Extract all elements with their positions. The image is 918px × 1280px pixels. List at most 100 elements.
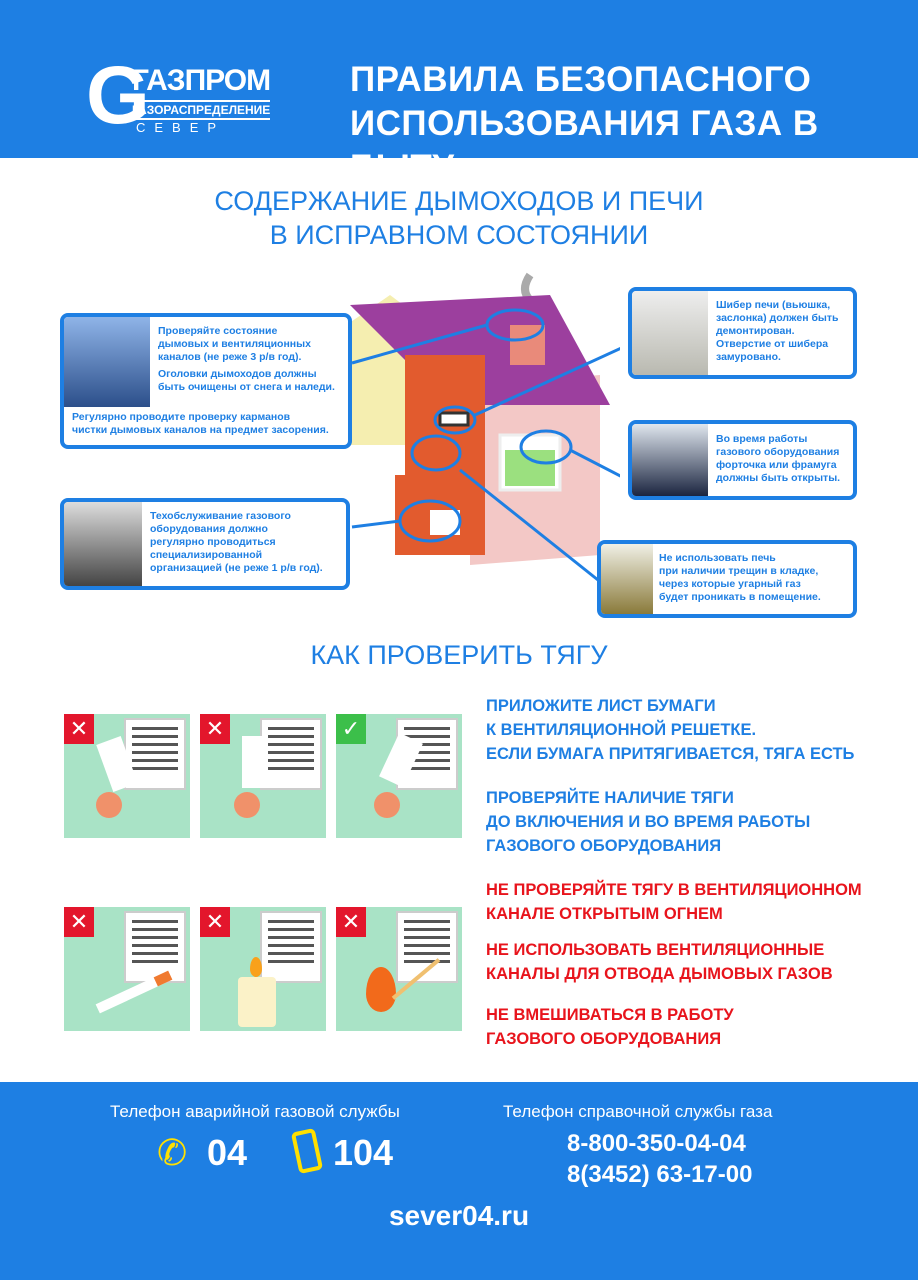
rule-line: КАНАЛЫ ДЛЯ ОТВОДА ДЫМОВЫХ ГАЗОВ bbox=[486, 965, 833, 983]
section2-title: КАК ПРОВЕРИТЬ ТЯГУ bbox=[310, 640, 608, 670]
emergency-phone-104[interactable]: 104 bbox=[333, 1132, 394, 1173]
card-text: через которые угарный газ bbox=[659, 578, 801, 590]
highlight-ring bbox=[410, 434, 462, 472]
mobile-phone-icon bbox=[290, 1127, 324, 1175]
fire-tile-match: ✕ bbox=[336, 907, 462, 1031]
rule-line: ДО ВКЛЮЧЕНИЯ И ВО ВРЕМЯ РАБОТЫ bbox=[486, 813, 811, 831]
card-window: Во время работы газового оборудования фо… bbox=[628, 420, 857, 500]
card-text: чистки дымовых каналов на предмет засоре… bbox=[72, 424, 329, 436]
card-text: Техобслуживание газового bbox=[150, 510, 291, 522]
callout-line bbox=[569, 448, 620, 478]
page-title: ПРАВИЛА БЕЗОПАСНОГО ИСПОЛЬЗОВАНИЯ ГАЗА В… bbox=[350, 58, 918, 190]
logo-region: СЕВЕР bbox=[136, 120, 226, 135]
rule-paper-test: ПРИЛОЖИТЕ ЛИСТ БУМАГИ К ВЕНТИЛЯЦИОННОЙ Р… bbox=[486, 694, 854, 766]
vent-grille-icon bbox=[124, 911, 186, 983]
paper-icon bbox=[242, 736, 264, 788]
card-text: быть очищены от снега и наледи. bbox=[158, 381, 335, 393]
rule-line: НЕ ВМЕШИВАТЬСЯ В РАБОТУ bbox=[486, 1006, 734, 1024]
damper-slot bbox=[438, 411, 470, 427]
card-text: Проверяйте состояние bbox=[158, 325, 278, 337]
cross-icon: ✕ bbox=[200, 907, 230, 937]
card-text: Отверстие от шибера bbox=[716, 338, 829, 350]
callout-line bbox=[459, 468, 599, 582]
card-text: Во время работы bbox=[716, 433, 808, 445]
fire-tile-cigarette: ✕ bbox=[64, 907, 190, 1031]
vent-grille-icon bbox=[260, 911, 322, 983]
flame-icon bbox=[366, 967, 396, 1012]
rule-line: КАНАЛЕ ОТКРЫТЫМ ОГНЕМ bbox=[486, 905, 723, 923]
draft-tile-wrong: ✕ bbox=[200, 714, 326, 838]
info-phone-2[interactable]: 8(3452) 63-17-00 bbox=[567, 1161, 753, 1188]
card-text: будет проникать в помещение. bbox=[659, 591, 821, 603]
rule-check-draft: ПРОВЕРЯЙТЕ НАЛИЧИЕ ТЯГИ ДО ВКЛЮЧЕНИЯ И В… bbox=[486, 786, 810, 858]
rule-line: ПРИЛОЖИТЕ ЛИСТ БУМАГИ bbox=[486, 697, 716, 715]
title-line: ПРАВИЛА БЕЗОПАСНОГО bbox=[350, 60, 812, 99]
website-link[interactable]: sever04.ru bbox=[388, 1200, 530, 1231]
hand-icon bbox=[374, 792, 400, 818]
rule-line: НЕ ПРОВЕРЯЙТЕ ТЯГУ В ВЕНТИЛЯЦИОННОМ bbox=[486, 881, 862, 899]
card-text: Не использовать печь bbox=[659, 552, 776, 564]
card-text: регулярно проводиться bbox=[150, 536, 276, 548]
card-text: должны быть открыты. bbox=[716, 472, 841, 484]
flame-icon bbox=[250, 957, 262, 977]
emergency-phone-04[interactable]: 04 bbox=[207, 1132, 248, 1173]
card-text: оборудования должно bbox=[150, 523, 268, 535]
card-text: дымовых и вентиляционных bbox=[158, 338, 311, 350]
card-text: Регулярно проводите проверку карманов bbox=[72, 411, 291, 423]
fire-tile-candle: ✕ bbox=[200, 907, 326, 1031]
rule-line: К ВЕНТИЛЯЦИОННОЙ РЕШЕТКЕ. bbox=[486, 721, 757, 739]
rule-line: ГАЗОВОГО ОБОРУДОВАНИЯ bbox=[486, 837, 722, 855]
card-cracks: Не использовать печь при наличии трещин … bbox=[597, 540, 857, 618]
vent-grille-icon bbox=[260, 718, 322, 790]
card-service: Техобслуживание газового оборудования до… bbox=[60, 498, 350, 590]
emergency-label: Телефон аварийной газовой службы bbox=[110, 1102, 400, 1121]
card-text: Оголовки дымоходов должны bbox=[158, 368, 317, 380]
card-text: форточка или фрамуга bbox=[716, 459, 837, 471]
rule-line: НЕ ИСПОЛЬЗОВАТЬ ВЕНТИЛЯЦИОННЫЕ bbox=[486, 941, 825, 959]
logo-main: ГАЗПРОМ bbox=[132, 64, 271, 97]
callout-line bbox=[351, 519, 401, 529]
card-damper: Шибер печи (вьюшка, заслонка) должен быт… bbox=[628, 287, 857, 379]
card-text: специализированной bbox=[150, 549, 263, 561]
rule-no-fire: НЕ ПРОВЕРЯЙТЕ ТЯГУ В ВЕНТИЛЯЦИОННОМ КАНА… bbox=[486, 878, 862, 926]
cross-icon: ✕ bbox=[64, 714, 94, 744]
card-chimney: Проверяйте состояние дымовых и вентиляци… bbox=[60, 313, 352, 449]
window-glass bbox=[505, 450, 555, 486]
highlight-ring bbox=[433, 405, 477, 435]
hand-icon bbox=[96, 792, 122, 818]
chimney-photo bbox=[64, 317, 150, 407]
card-text: каналов (не реже 3 р/в год). bbox=[158, 351, 302, 363]
highlight-ring bbox=[519, 429, 573, 465]
cross-icon: ✕ bbox=[200, 714, 230, 744]
card-text: организацией (не реже 1 р/в год). bbox=[150, 562, 323, 574]
title-line: СОДЕРЖАНИЕ ДЫМОХОДОВ И ПЕЧИ bbox=[214, 186, 704, 216]
logo-sub: ГАЗОРАСПРЕДЕЛЕНИЕ bbox=[132, 100, 271, 120]
check-icon: ✓ bbox=[336, 714, 366, 744]
gazprom-flame-logo-icon: G bbox=[86, 50, 150, 141]
rule-no-tampering: НЕ ВМЕШИВАТЬСЯ В РАБОТУ ГАЗОВОГО ОБОРУДО… bbox=[486, 1003, 734, 1051]
cross-icon: ✕ bbox=[64, 907, 94, 937]
footer: Телефон аварийной газовой службы Телефон… bbox=[0, 1082, 918, 1280]
rule-no-flue-gas: НЕ ИСПОЛЬЗОВАТЬ ВЕНТИЛЯЦИОННЫЕ КАНАЛЫ ДЛ… bbox=[486, 938, 833, 986]
info-phone-1[interactable]: 8-800-350-04-04 bbox=[567, 1130, 746, 1157]
section1-title: СОДЕРЖАНИЕ ДЫМОХОДОВ И ПЕЧИ В ИСПРАВНОМ … bbox=[0, 184, 918, 252]
hand-icon bbox=[234, 792, 260, 818]
callout-line bbox=[351, 323, 488, 365]
gazprom-logo: G ГАЗПРОМ ГАЗОРАСПРЕДЕЛЕНИЕ СЕВЕР bbox=[86, 48, 271, 141]
info-label: Телефон справочной службы газа bbox=[503, 1102, 773, 1121]
card-text: при наличии трещин в кладке, bbox=[659, 565, 819, 577]
card-text: заслонка) должен быть bbox=[716, 312, 839, 324]
rule-line: ЕСЛИ БУМАГА ПРИТЯГИВАЕТСЯ, ТЯГА ЕСТЬ bbox=[486, 745, 855, 763]
candle-icon bbox=[238, 977, 276, 1027]
header: G ГАЗПРОМ ГАЗОРАСПРЕДЕЛЕНИЕ СЕВЕР ПРАВИЛ… bbox=[0, 0, 918, 187]
card-text: Шибер печи (вьюшка, bbox=[716, 299, 831, 311]
phone-icon: ✆ bbox=[157, 1132, 188, 1173]
title-line: ИСПОЛЬЗОВАНИЯ ГАЗА В БЫТУ bbox=[350, 104, 819, 187]
card-text: демонтирован. bbox=[716, 325, 795, 337]
card-text: замуровано. bbox=[716, 351, 781, 363]
roof bbox=[350, 295, 610, 405]
gas-equipment-photo bbox=[64, 502, 142, 586]
window-photo bbox=[632, 424, 708, 496]
cracks-photo bbox=[601, 544, 653, 614]
callout-line bbox=[474, 347, 620, 417]
